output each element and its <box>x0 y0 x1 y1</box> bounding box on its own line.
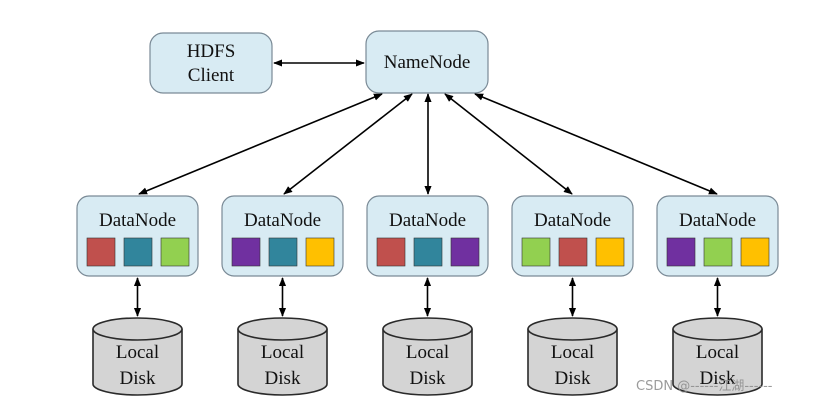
datanode-label: DataNode <box>679 210 756 231</box>
disk-label-line1: Local <box>551 342 594 363</box>
namenode-label: NameNode <box>384 52 471 73</box>
datanode-5: DataNode <box>656 195 779 277</box>
local-disk-4: Local Disk <box>527 317 618 396</box>
datanode-2: DataNode <box>221 195 344 277</box>
disk-label-line1: Local <box>261 342 304 363</box>
namenode-datanode2-arrow <box>283 93 413 195</box>
disk-label-line1: Local <box>696 342 739 363</box>
datanode-label: DataNode <box>389 210 466 231</box>
block-yellow <box>305 237 335 267</box>
local-disk-1: Local Disk <box>92 317 183 396</box>
block-teal <box>123 237 153 267</box>
hdfs-client-node: HDFS Client <box>149 32 273 94</box>
datanode-3: DataNode <box>366 195 489 277</box>
datanode-disk-arrows <box>133 277 722 317</box>
disk-label-line1: Local <box>116 342 159 363</box>
block-yellow <box>740 237 770 267</box>
block-purple <box>666 237 696 267</box>
block-teal <box>413 237 443 267</box>
local-disk-3: Local Disk <box>382 317 473 396</box>
disk-label-line2: Disk <box>120 368 156 389</box>
datanode-1: DataNode <box>76 195 199 277</box>
datanode-4: DataNode <box>511 195 634 277</box>
namenode-datanode1-arrow <box>138 93 383 195</box>
client-label-line2: Client <box>188 65 235 86</box>
block-green <box>160 237 190 267</box>
block-red <box>558 237 588 267</box>
block-purple <box>231 237 261 267</box>
disk-label-line1: Local <box>406 342 449 363</box>
disk-label-line2: Disk <box>410 368 446 389</box>
disk-label-line2: Disk <box>555 368 591 389</box>
block-red <box>86 237 116 267</box>
local-disk-5: Local Disk <box>672 317 763 396</box>
block-purple <box>450 237 480 267</box>
disk-label-line2: Disk <box>265 368 301 389</box>
block-teal <box>268 237 298 267</box>
datanode-label: DataNode <box>534 210 611 231</box>
namenode-datanode5-arrow <box>474 93 718 195</box>
block-red <box>376 237 406 267</box>
namenode-datanode4-arrow <box>444 93 573 195</box>
block-green <box>703 237 733 267</box>
datanode-label: DataNode <box>99 210 176 231</box>
block-yellow <box>595 237 625 267</box>
csdn-watermark: CSDN @------江湖------ <box>636 379 773 394</box>
disk-label-line2: Disk <box>700 368 736 389</box>
namenode-datanode-arrows <box>138 93 718 195</box>
namenode: NameNode <box>365 30 489 94</box>
datanode-label: DataNode <box>244 210 321 231</box>
local-disk-2: Local Disk <box>237 317 328 396</box>
block-green <box>521 237 551 267</box>
client-label-line1: HDFS <box>187 41 236 62</box>
